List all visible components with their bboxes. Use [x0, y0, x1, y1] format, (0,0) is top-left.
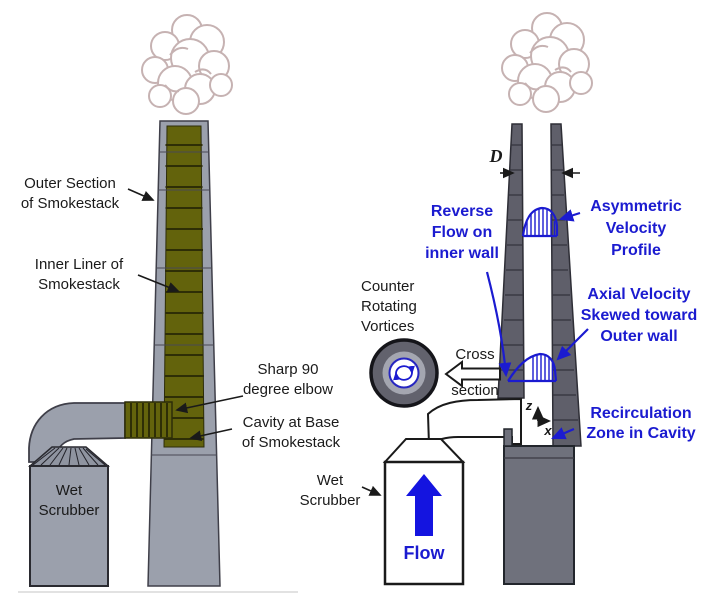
skewed-velocity-profile-glyph [507, 352, 558, 383]
right-stack-base-column [503, 445, 575, 585]
asymmetric-velocity-profile-glyph [521, 206, 559, 238]
reverse-flow-label: Reverse Flow on inner wall [425, 203, 499, 262]
sharp-elbow-duct [124, 401, 173, 439]
axis-z-label: z [525, 398, 533, 413]
wet-scrubber-left-label: Wet Scrubber [38, 482, 100, 519]
left-stack-inner-liner [163, 125, 205, 448]
inner-liner-label: Inner Liner of Smokestack [34, 256, 124, 293]
coordinate-axes-icon [531, 405, 552, 428]
smoke-cloud-left-icon [141, 14, 233, 115]
outer-wall-joint-lines [151, 151, 217, 456]
outer-section-label: Outer Section of Smokestack [20, 175, 120, 212]
right-wet-scrubber [382, 438, 466, 586]
counter-rotating-label: Counter Rotating Vortices [361, 278, 417, 335]
axis-x-label: x [544, 423, 552, 438]
axial-velocity-label: Axial Velocity Skewed toward Outer wall [580, 286, 698, 345]
flow-label: Flow [403, 543, 445, 563]
diameter-label: D [489, 146, 503, 166]
wet-scrubber-right-label: Wet Scrubber [299, 472, 361, 509]
cavity-label: Cavity at Base of Smokestack [241, 414, 341, 451]
recirculation-label: Recirculation Zone in Cavity [586, 405, 696, 442]
flow-arrow-icon [406, 474, 442, 536]
right-stack-outer-wall [550, 123, 582, 447]
cavity-wall-stub [503, 428, 513, 447]
vortices-cross-section-icon [369, 338, 439, 408]
section-label: section [451, 382, 499, 399]
sharp-elbow-label: Sharp 90 degree elbow [242, 361, 334, 398]
smoke-cloud-right-icon [501, 12, 593, 113]
asymmetric-profile-label: Asymmetric Velocity Profile [590, 198, 682, 259]
wet-scrubber-right-arrow [361, 485, 382, 496]
right-stack-inner-wall [497, 123, 525, 399]
blue-label-arrows [485, 209, 589, 440]
left-label-arrows [127, 188, 244, 442]
left-wet-scrubber [27, 446, 111, 587]
cross-label: Cross [455, 346, 495, 363]
